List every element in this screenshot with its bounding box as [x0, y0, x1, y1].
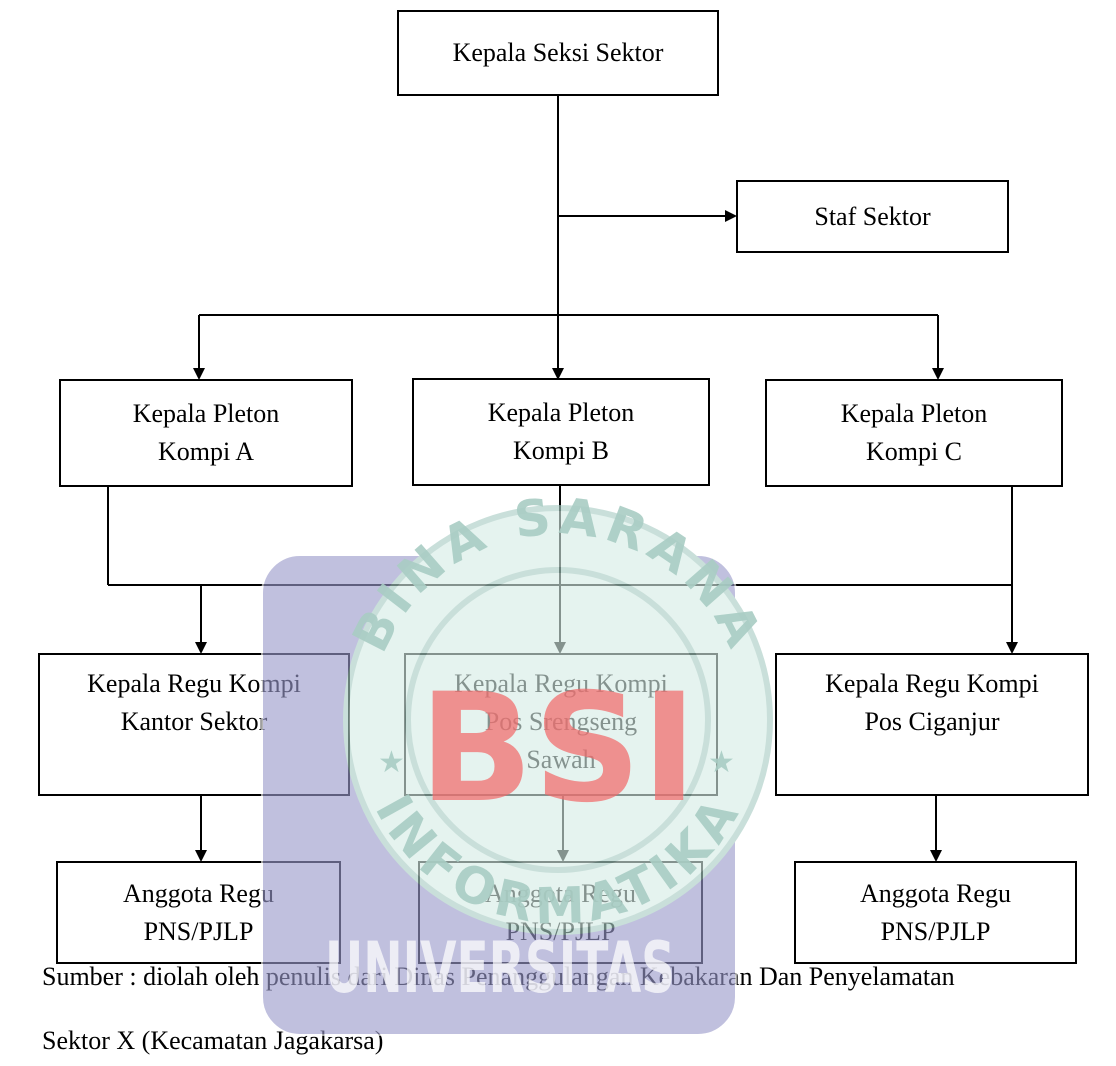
- node-label: Kepala Seksi Sektor: [452, 38, 664, 67]
- staf-sektor-box: Staf Sektor: [736, 180, 1009, 253]
- anggota-regu-box-3: Anggota Regu PNS/PJLP: [794, 861, 1077, 964]
- node-label: Kepala Pleton Kompi C: [840, 399, 988, 466]
- anggota-regu-box-2: Anggota Regu PNS/PJLP: [418, 861, 703, 964]
- anggota-regu-box-1: Anggota Regu PNS/PJLP: [56, 861, 341, 964]
- node-label: Anggota Regu PNS/PJLP: [485, 878, 636, 946]
- node-label: Kepala Regu Kompi Pos Srengseng Sawah: [454, 669, 668, 774]
- kepala-regu-ciganjur-box: Kepala Regu Kompi Pos Ciganjur: [775, 653, 1089, 796]
- node-label: Anggota Regu PNS/PJLP: [123, 878, 274, 946]
- node-label: Anggota Regu PNS/PJLP: [860, 878, 1011, 946]
- node-label: Kepala Pleton Kompi A: [132, 399, 280, 466]
- kepala-regu-srengseng-box: Kepala Regu Kompi Pos Srengseng Sawah: [404, 653, 718, 796]
- source-caption-line-1: Sumber : diolah oleh penulis dari Dinas …: [42, 962, 955, 991]
- node-label: Kepala Pleton Kompi B: [487, 398, 635, 465]
- kepala-pleton-b-box: Kepala Pleton Kompi B: [412, 378, 710, 486]
- source-caption-line-2: Sektor X (Kecamatan Jagakarsa): [42, 1026, 384, 1055]
- node-label: Kepala Regu Kompi Pos Ciganjur: [825, 669, 1039, 736]
- kepala-regu-kantor-box: Kepala Regu Kompi Kantor Sektor: [38, 653, 350, 796]
- node-label: Kepala Regu Kompi Kantor Sektor: [87, 669, 301, 736]
- kepala-seksi-sektor-box: Kepala Seksi Sektor: [397, 10, 719, 96]
- kepala-pleton-a-box: Kepala Pleton Kompi A: [59, 379, 353, 487]
- kepala-pleton-c-box: Kepala Pleton Kompi C: [765, 379, 1063, 487]
- node-label: Staf Sektor: [814, 201, 931, 231]
